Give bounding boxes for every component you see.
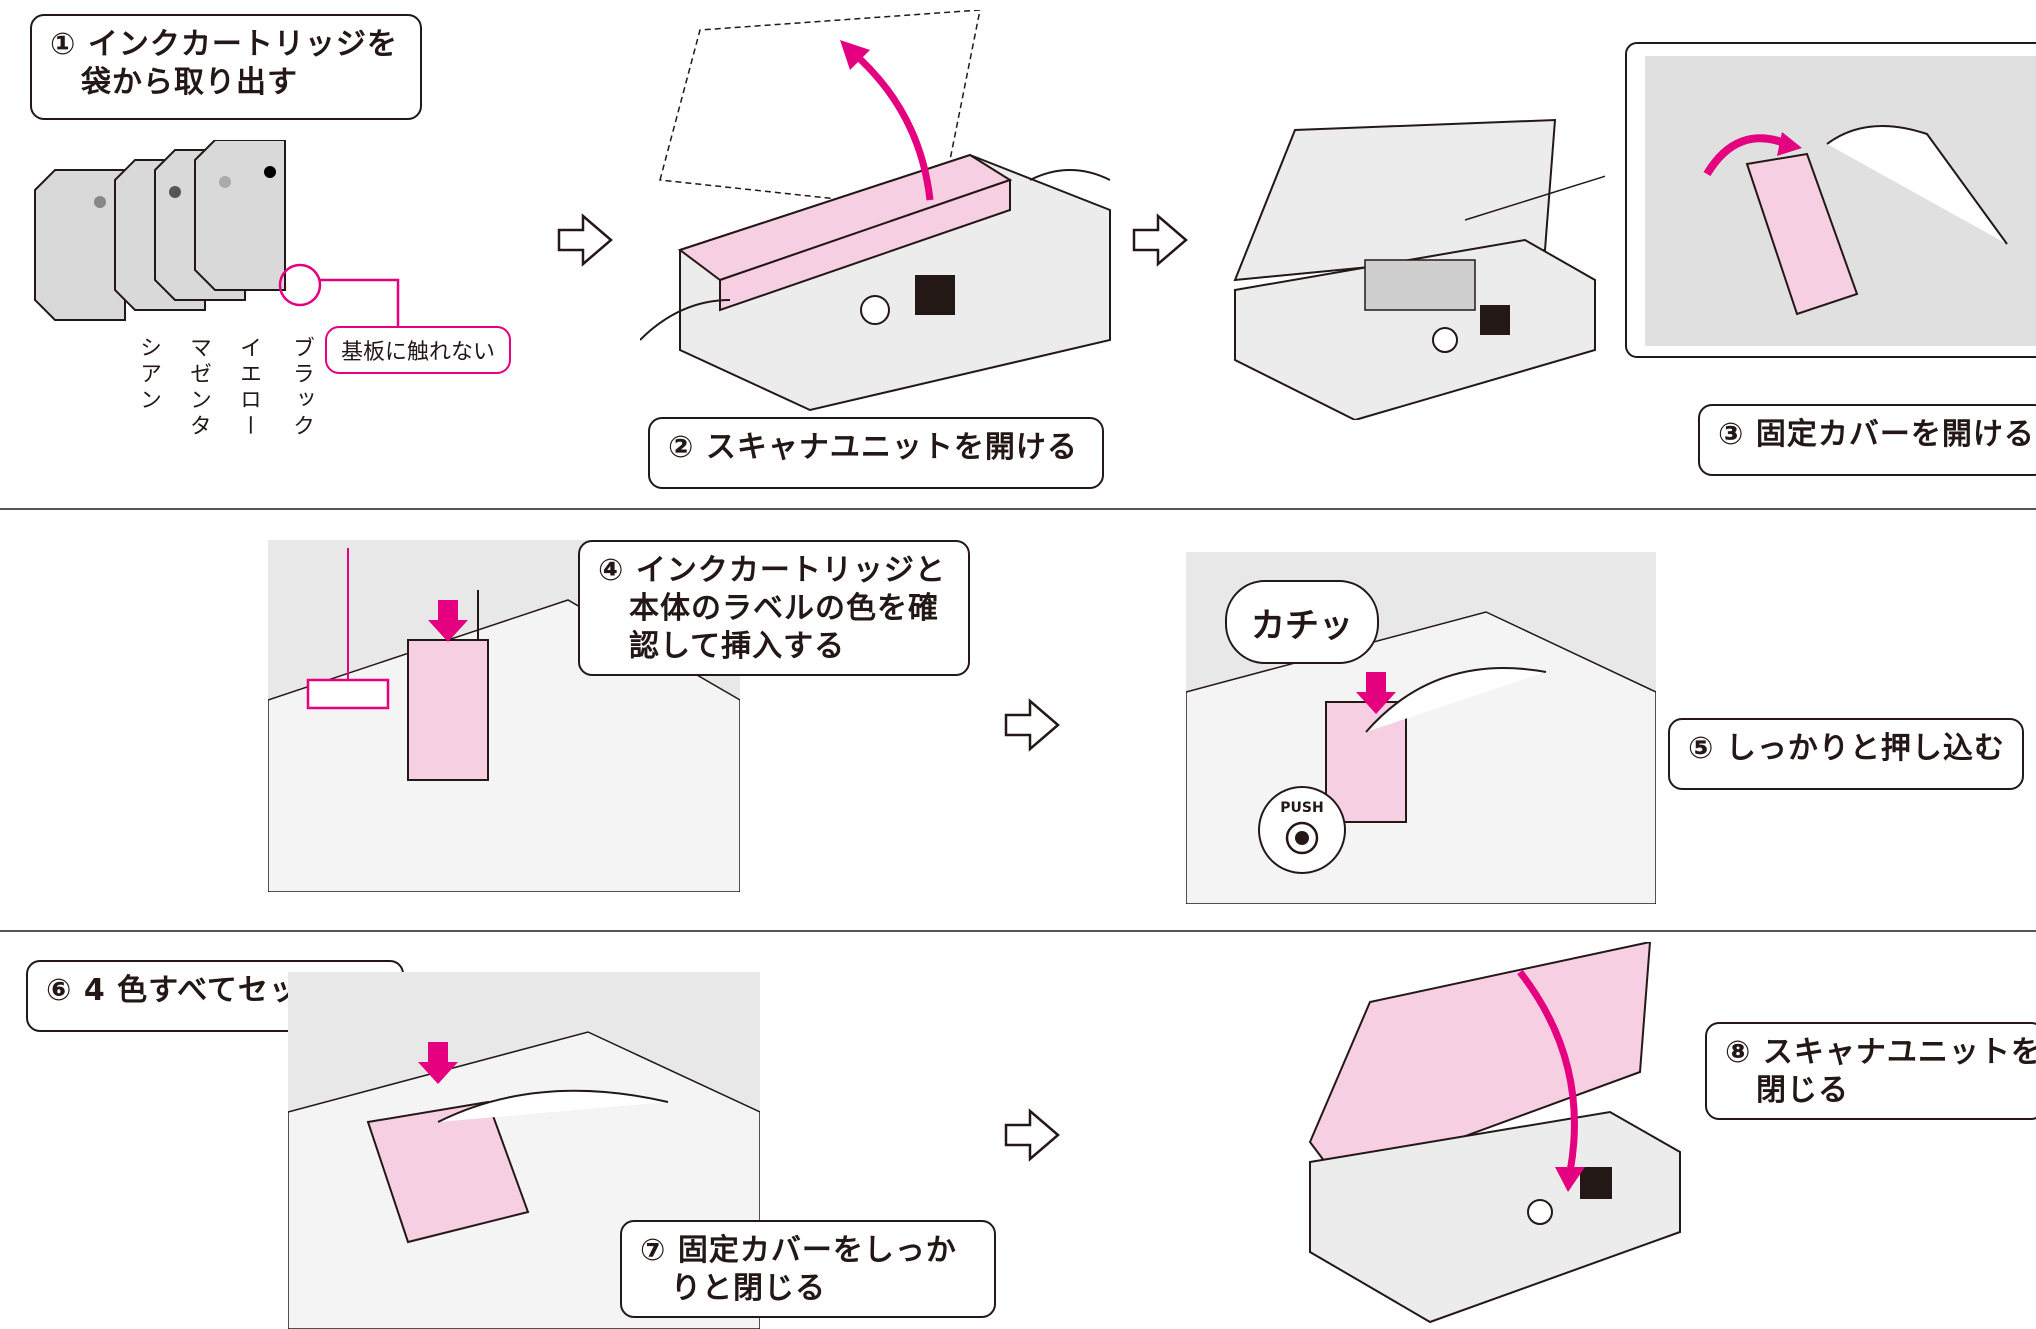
step-5-callout: ⑤ しっかりと押し込む	[1668, 718, 2024, 790]
step-8-callout: ⑧ スキャナユニットを 閉じる	[1705, 1022, 2036, 1120]
printer-open-scanner-illustration	[640, 10, 1111, 412]
row-divider-2	[0, 930, 2036, 932]
click-speech-bubble: カチッ	[1225, 580, 1379, 664]
label-magenta: マゼンタ	[186, 336, 211, 440]
next-arrow-icon	[557, 213, 613, 267]
label-cyan: シアン	[136, 336, 161, 414]
no-touch-leader-line	[320, 278, 400, 340]
step-3-callout: ③ 固定カバーを開ける	[1698, 404, 2036, 476]
ink-cartridges-illustration	[34, 140, 322, 321]
step-4-callout: ④ インクカートリッジと 本体のラベルの色を確 認して挿入する	[578, 540, 970, 676]
printer-open-lid-illustration	[1233, 118, 1605, 420]
label-black: ブラック	[289, 336, 314, 440]
next-arrow-icon	[1004, 1108, 1060, 1162]
no-touch-note: 基板に触れない	[325, 326, 512, 374]
step-2-callout: ② スキャナユニットを開ける	[648, 417, 1104, 489]
label-yellow: イエロー	[236, 336, 261, 440]
row-divider-1	[0, 508, 2036, 510]
next-arrow-icon	[1132, 213, 1188, 267]
step-3-zoom-inset	[1625, 42, 2036, 358]
next-arrow-icon	[1004, 698, 1060, 752]
push-button-badge: PUSH	[1258, 786, 1346, 874]
step-7-callout: ⑦ 固定カバーをしっか りと閉じる	[620, 1220, 996, 1318]
push-label: PUSH	[1280, 800, 1324, 816]
step-1-callout: ① インクカートリッジを 袋から取り出す	[30, 14, 422, 120]
push-target-icon	[1285, 821, 1319, 855]
printer-close-scanner-illustration	[1308, 942, 1681, 1324]
